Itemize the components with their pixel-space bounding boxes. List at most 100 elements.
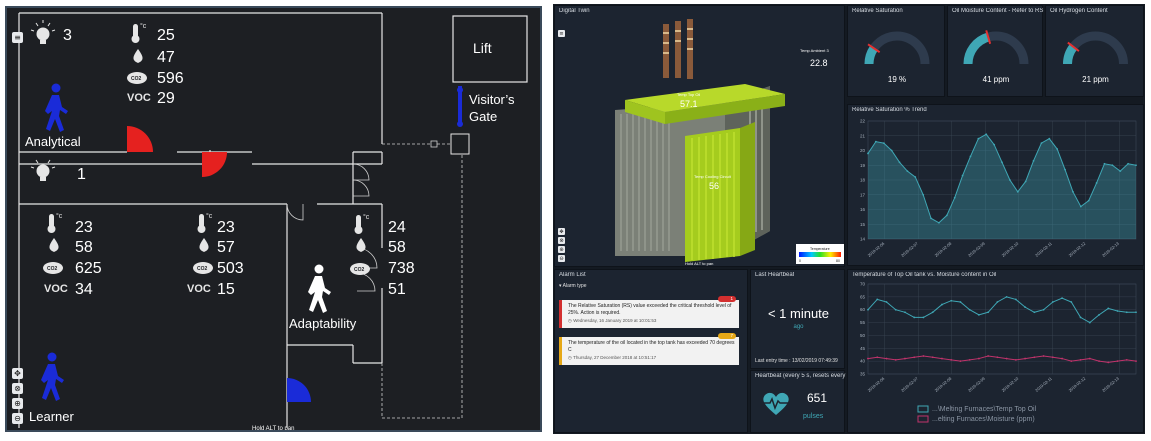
pan-button[interactable]: ✥	[558, 228, 565, 235]
learner-lights: 1	[77, 166, 86, 183]
y-tick-label: 17	[860, 192, 866, 197]
alarm-type-filter[interactable]: ▾ Alarm type	[559, 283, 587, 289]
zoom-in-button[interactable]: ⊕	[12, 398, 23, 409]
gauge-fill	[963, 32, 990, 65]
reset-view-button[interactable]: ⊗	[12, 383, 23, 394]
data-point	[904, 311, 906, 314]
data-point	[1005, 357, 1008, 360]
gauge-panel-oil-hydrogen[interactable]: Oil Hydrogen Content 21 ppm	[1045, 5, 1144, 97]
floorplan-view[interactable]: Lift Visitor’s Gate 3 °c 25 47 CO2 596 V…	[5, 6, 542, 432]
alarm-timestamp: Thursday, 27 December 2018 at 10:51:17	[573, 355, 657, 360]
data-point	[1061, 357, 1063, 360]
digital-twin-panel[interactable]: Digital Twin ≡ Temp	[554, 5, 845, 267]
y-tick-label: 60	[860, 307, 866, 312]
gauge-needle	[1067, 41, 1080, 52]
data-point	[922, 316, 925, 319]
data-point	[876, 298, 879, 301]
person-walking-icon	[41, 352, 64, 401]
learner-left-humidity: 58	[75, 239, 93, 256]
y-tick-label: 14	[860, 237, 866, 242]
data-point	[950, 358, 953, 361]
transformer-model[interactable]: Temp Top Oil 57.1 Temp Cooling Circuit 5…	[555, 6, 846, 268]
legend-label[interactable]: ...\Melting Furnaces\Temp Top Oil	[932, 406, 1037, 413]
learner-left-temp: 23	[75, 219, 93, 236]
data-point	[867, 152, 869, 155]
reset-view-button[interactable]: ⊗	[558, 237, 565, 244]
lift-room	[452, 15, 528, 83]
gate-node-top	[457, 87, 463, 93]
pan-button[interactable]: ✥	[12, 368, 23, 379]
zoom-out-icon: ⊖	[559, 255, 564, 262]
alarm-filter-label: Alarm type	[562, 283, 587, 289]
thermometer-icon: °c	[197, 212, 213, 233]
zoom-in-icon: ⊕	[559, 246, 564, 253]
x-tick-label: 2019-02-06	[866, 240, 885, 257]
panel-title: Last Heartbeat	[755, 272, 795, 278]
data-point	[930, 217, 932, 220]
y-tick-label: 45	[860, 346, 866, 351]
alarm-item[interactable]: 7 The temperature of the oil located in …	[559, 333, 739, 365]
data-point	[885, 301, 888, 303]
lift-label: Lift	[473, 40, 492, 56]
data-point	[1098, 360, 1100, 363]
data-point	[882, 142, 885, 145]
gauge-value: 19 %	[888, 75, 906, 84]
pan-hint: Hold ALT to pan	[252, 426, 294, 432]
gauge-panel-relative-saturation[interactable]: Relative Saturation 19 %	[847, 5, 945, 97]
data-point	[1051, 301, 1054, 303]
alarm-list-panel[interactable]: Alarm List ▾ Alarm type 1 The Relative S…	[554, 269, 748, 433]
thermometer-icon: °c	[47, 212, 63, 233]
cooling-label: Temp Cooling Circuit	[694, 174, 732, 179]
gate-label-2: Gate	[469, 109, 497, 124]
alarm-item[interactable]: 1 The Relative Saturation (RS) value exc…	[559, 296, 739, 328]
data-point	[922, 355, 925, 357]
x-tick-label: 2019-02-09	[967, 240, 986, 257]
gauge-panel-oil-moisture[interactable]: Oil Moisture Content - Refer to RS Gr...…	[947, 5, 1056, 97]
y-tick-label: 70	[860, 282, 866, 287]
reset-icon: ⊗	[559, 237, 564, 244]
data-point	[894, 308, 897, 311]
zoom-out-button[interactable]: ⊖	[12, 413, 23, 424]
data-point	[1127, 162, 1130, 165]
pan-hint: Hold ALT to pan	[685, 261, 713, 266]
zoom-in-button[interactable]: ⊕	[558, 246, 565, 253]
legend-swatch[interactable]	[917, 405, 929, 413]
legend-swatch[interactable]	[917, 415, 929, 423]
svg-text:°c: °c	[206, 212, 213, 220]
data-point	[1070, 360, 1073, 363]
last-heartbeat-panel[interactable]: Last Heartbeat < 1 minute ago Last entry…	[750, 269, 845, 369]
gauge-value: 41 ppm	[983, 75, 1010, 84]
move-icon: ✥	[14, 369, 21, 378]
y-tick-label: 40	[860, 359, 866, 364]
data-point	[1051, 356, 1054, 359]
data-point	[1098, 313, 1100, 316]
svg-text:80: 80	[836, 259, 840, 263]
zoom-out-button[interactable]: ⊖	[558, 255, 565, 262]
svg-text:CO2: CO2	[197, 266, 208, 272]
y-tick-label: 22	[860, 119, 866, 124]
floorplan-canvas[interactable]: Lift Visitor’s Gate 3 °c 25 47 CO2 596 V…	[7, 8, 542, 432]
y-tick-label: 50	[860, 333, 866, 338]
voc-label: VOC	[187, 283, 211, 295]
x-tick-label: 2019-02-13	[1101, 240, 1120, 257]
data-point	[1033, 311, 1036, 314]
data-point	[1135, 164, 1137, 167]
menu-button[interactable]: ≡	[558, 30, 565, 37]
alarm-timestamp: Wednesday, 16 January 2019 at 10:01:53	[573, 318, 657, 323]
panel-title: Digital Twin	[559, 8, 590, 14]
svg-text:CO2: CO2	[131, 76, 142, 82]
legend-label[interactable]: ...elting Furnaces\Moisture (ppm)	[932, 416, 1035, 423]
x-tick-label: 2019-02-06	[866, 375, 885, 392]
data-point	[987, 311, 990, 314]
analytical-lights: 3	[63, 27, 72, 44]
temp-vs-moisture-panel[interactable]: Temperature of Top Oil tank vs. Moisture…	[847, 269, 1144, 433]
y-tick-label: 19	[860, 163, 866, 168]
data-point	[1040, 142, 1043, 145]
heartbeat-count-panel[interactable]: Heartbeat (every 5 s, resets every 24h) …	[750, 370, 859, 433]
analytical-co2: 596	[157, 70, 184, 87]
menu-button[interactable]: ≡	[12, 32, 23, 43]
data-point	[1125, 358, 1128, 361]
